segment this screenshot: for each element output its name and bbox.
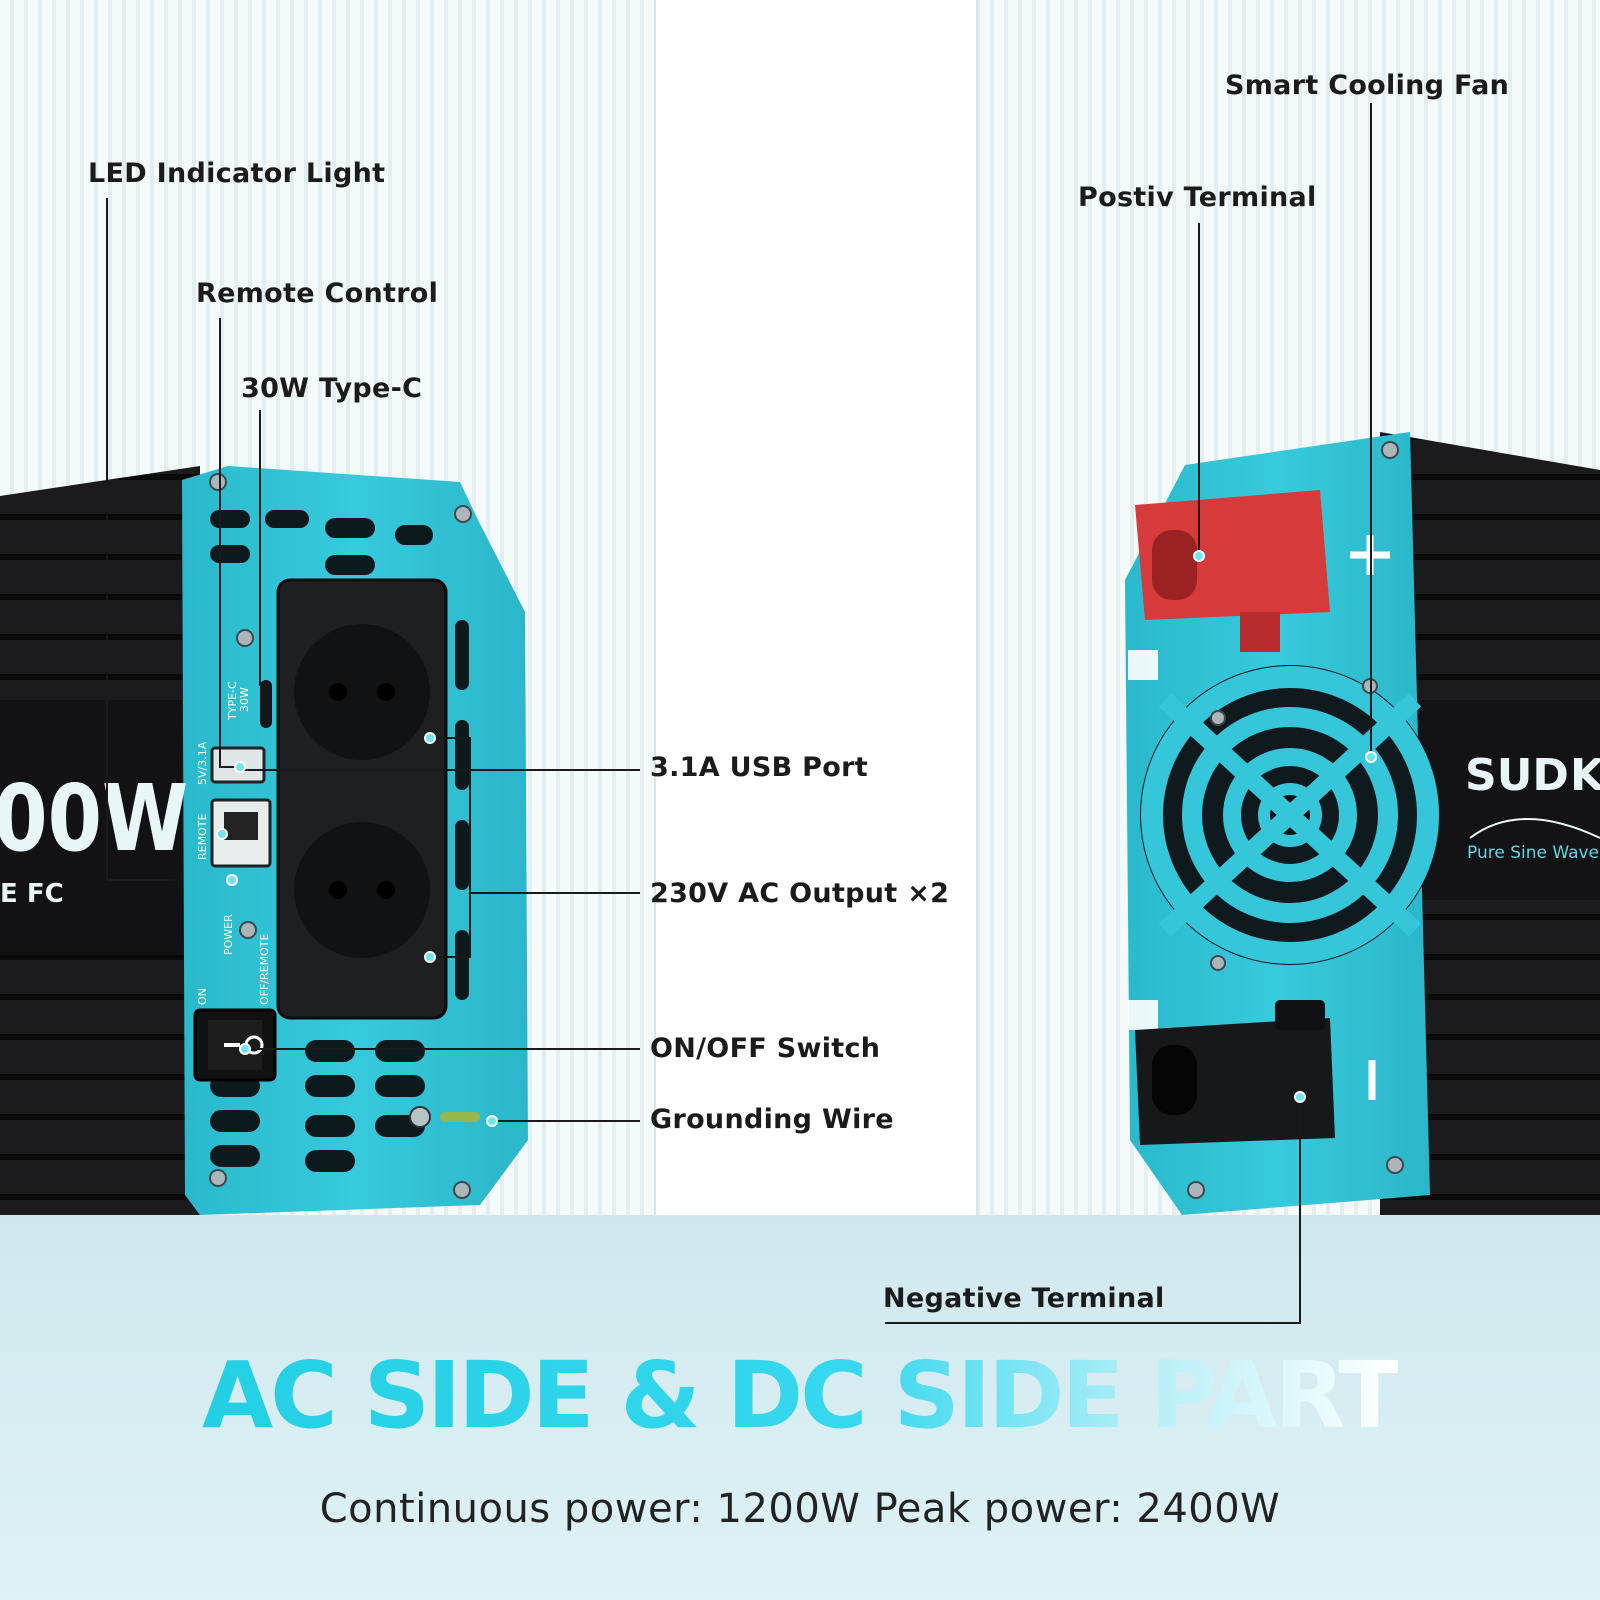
ac-output-callout: 230V AC Output ×2 — [650, 878, 950, 909]
brand-text-2: KE — [1570, 750, 1600, 801]
typec-label: TYPE-C — [226, 681, 239, 721]
led-indicator-callout: LED Indicator Light — [88, 158, 386, 189]
usb-port-callout: 3.1A USB Port — [650, 752, 868, 783]
on-label: ON — [196, 988, 209, 1005]
off-remote-label: OFF/REMOTE — [258, 934, 271, 1005]
type-c-callout: 30W Type-C — [241, 373, 423, 404]
brand-text: SUD — [1465, 750, 1569, 801]
power-label: POWER — [222, 914, 235, 955]
grounding-wire-callout: Grounding Wire — [650, 1104, 894, 1135]
remote-control-callout: Remote Control — [196, 278, 439, 309]
on-off-switch-callout: ON/OFF Switch — [650, 1033, 881, 1064]
usb-label: 5V/3.1A — [196, 741, 209, 785]
negative-terminal-callout: Negative Terminal — [883, 1283, 1165, 1314]
cert-marks: E FC — [0, 879, 64, 909]
power-specs: Continuous power: 1200W Peak power: 2400… — [319, 1486, 1281, 1532]
headline-text: AC SIDE & DC SIDE PART — [201, 1342, 1401, 1449]
remote-label: REMOTE — [196, 814, 209, 860]
rating-text: 00W — [0, 766, 188, 873]
positive-terminal-callout: Postiv Terminal — [1078, 182, 1317, 213]
tagline-text: Pure Sine Wave I — [1467, 843, 1600, 863]
smart-fan-callout: Smart Cooling Fan — [1225, 70, 1510, 101]
typec-watt-label: 30W — [238, 687, 251, 712]
headline: AC SIDE & DC SIDE PART — [0, 1350, 1600, 1442]
